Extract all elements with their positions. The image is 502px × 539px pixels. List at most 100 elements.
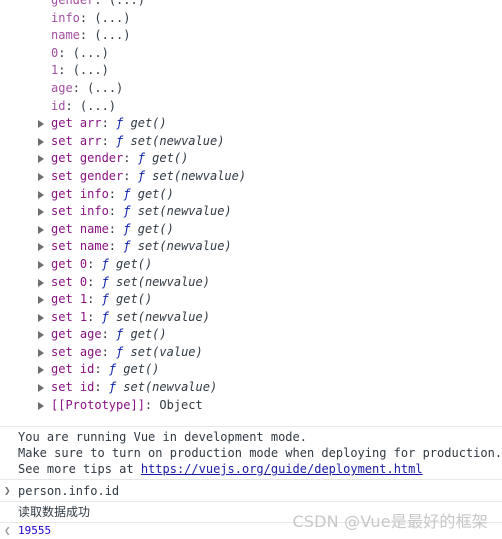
console-log: 读取数据成功 (0, 501, 502, 522)
expand-triangle-icon[interactable] (38, 208, 44, 217)
accessor-key: get info (51, 186, 109, 201)
prop-row: 0: (...) (51, 45, 109, 60)
prop-key: gender (51, 0, 95, 7)
accessor-row[interactable]: get id: ƒ get() (0, 361, 502, 379)
prop-value[interactable]: (...) (94, 28, 131, 43)
expand-triangle-icon[interactable] (38, 296, 44, 305)
accessor-row[interactable]: set id: ƒ set(newvalue) (0, 379, 502, 397)
expand-triangle-icon[interactable] (38, 384, 44, 393)
chevron-left-icon: ❮ (4, 524, 11, 537)
prop-key: 1 (51, 63, 59, 78)
function-signature: get() (116, 292, 153, 307)
function-glyph: ƒ (101, 274, 109, 289)
expand-triangle-icon[interactable] (38, 243, 44, 252)
function-glyph: ƒ (123, 204, 131, 219)
prop-key: age (51, 80, 73, 95)
accessor-key: get age (51, 327, 102, 342)
accessor-row[interactable]: get gender: ƒ get() (0, 150, 502, 168)
expand-triangle-icon[interactable] (38, 260, 44, 269)
function-signature: set(value) (130, 344, 203, 359)
function-glyph: ƒ (116, 116, 124, 131)
accessor-key: get arr (51, 116, 102, 131)
accessor-row[interactable]: set name: ƒ set(newvalue) (0, 238, 502, 256)
function-glyph: ƒ (101, 256, 109, 271)
watermark: CSDN @Vue是最好的框架 (292, 512, 488, 531)
expand-triangle-icon[interactable] (38, 155, 44, 164)
result-value: 19555 (18, 524, 52, 537)
function-signature: get() (137, 221, 174, 236)
accessor-key: set gender (51, 168, 124, 183)
expand-triangle-icon[interactable] (38, 313, 44, 322)
function-glyph: ƒ (123, 186, 131, 201)
accessor-row[interactable]: get 1: ƒ get() (0, 291, 502, 309)
deployment-guide-link[interactable]: https://vuejs.org/guide/deployment.html (140, 462, 423, 476)
prop-value[interactable]: (...) (72, 45, 109, 60)
function-signature: get() (123, 362, 160, 377)
accessor-row[interactable]: set arr: ƒ set(newvalue) (0, 133, 502, 151)
prop-value[interactable]: (...) (72, 63, 109, 78)
accessor-row[interactable]: get age: ƒ get() (0, 326, 502, 344)
accessor-key: set arr (51, 133, 102, 148)
accessor-row[interactable]: get arr: ƒ get() (0, 115, 502, 133)
function-glyph: ƒ (116, 327, 124, 342)
log-text: 读取数据成功 (18, 505, 91, 519)
expand-triangle-icon[interactable] (38, 331, 44, 340)
function-glyph: ƒ (123, 239, 131, 254)
object-tree: gender: (...) info: (...) name: (...) 0:… (0, 0, 502, 415)
accessor-key: get id (51, 362, 95, 377)
expand-triangle-icon[interactable] (38, 401, 44, 410)
function-signature: set(newvalue) (152, 168, 247, 183)
prop-value[interactable]: (...) (87, 80, 124, 95)
prop-key: id (51, 98, 66, 113)
function-glyph: ƒ (137, 151, 145, 166)
function-signature: get() (130, 327, 167, 342)
message-prefix: See more tips at (18, 462, 141, 476)
expand-triangle-icon[interactable] (38, 366, 44, 375)
accessor-key: set 0 (51, 274, 88, 289)
prop-value[interactable]: (...) (79, 98, 117, 113)
command-text: person.info.id (18, 484, 120, 498)
function-signature: get() (152, 151, 189, 166)
vue-dev-message: You are running Vue in development mode.… (0, 426, 502, 478)
accessor-key: set info (51, 204, 109, 219)
accessor-key: set 1 (51, 309, 88, 324)
expand-triangle-icon[interactable] (38, 190, 44, 199)
accessor-row[interactable]: set gender: ƒ set(newvalue) (0, 168, 502, 186)
accessor-row[interactable]: set 1: ƒ set(newvalue) (0, 309, 502, 327)
expand-triangle-icon[interactable] (38, 120, 44, 129)
prop-value[interactable]: (...) (108, 0, 145, 7)
function-signature: set(newvalue) (137, 204, 232, 219)
message-line: You are running Vue in development mode. (18, 430, 307, 444)
expand-triangle-icon[interactable] (38, 348, 44, 357)
expand-triangle-icon[interactable] (38, 172, 44, 181)
accessor-key: get gender (51, 151, 124, 166)
accessor-row[interactable]: get 0: ƒ get() (0, 256, 502, 274)
accessor-key: set age (51, 344, 102, 359)
prototype-row[interactable]: [[Prototype]]: Object (0, 397, 502, 415)
function-glyph: ƒ (116, 133, 124, 148)
accessor-row[interactable]: get name: ƒ get() (0, 221, 502, 239)
expand-triangle-icon[interactable] (38, 225, 44, 234)
message-line: See more tips at https://vuejs.org/guide… (18, 461, 502, 477)
accessor-row[interactable]: get info: ƒ get() (0, 186, 502, 204)
prop-row: gender: (...) (0, 0, 502, 10)
accessor-row[interactable]: set age: ƒ set(value) (0, 344, 502, 362)
expand-triangle-icon[interactable] (38, 278, 44, 287)
accessor-row[interactable]: set 0: ƒ set(newvalue) (0, 274, 502, 292)
prop-key: name (51, 28, 80, 43)
prop-value[interactable]: (...) (94, 10, 131, 25)
function-glyph: ƒ (101, 309, 109, 324)
prop-row: age: (...) (51, 80, 124, 95)
console-command[interactable]: ❯ person.info.id (0, 479, 502, 501)
prop-row: info: (...) (51, 10, 131, 25)
function-signature: set(newvalue) (116, 274, 210, 289)
function-signature: set(newvalue) (116, 309, 210, 324)
prototype-key: [[Prototype]] (51, 397, 145, 412)
accessor-key: set name (51, 239, 109, 254)
function-glyph: ƒ (116, 344, 124, 359)
accessor-row[interactable]: set info: ƒ set(newvalue) (0, 203, 502, 221)
accessor-key: get name (51, 221, 109, 236)
accessor-key: get 1 (51, 292, 88, 307)
expand-triangle-icon[interactable] (38, 137, 44, 146)
message-line: Make sure to turn on production mode whe… (18, 446, 502, 460)
